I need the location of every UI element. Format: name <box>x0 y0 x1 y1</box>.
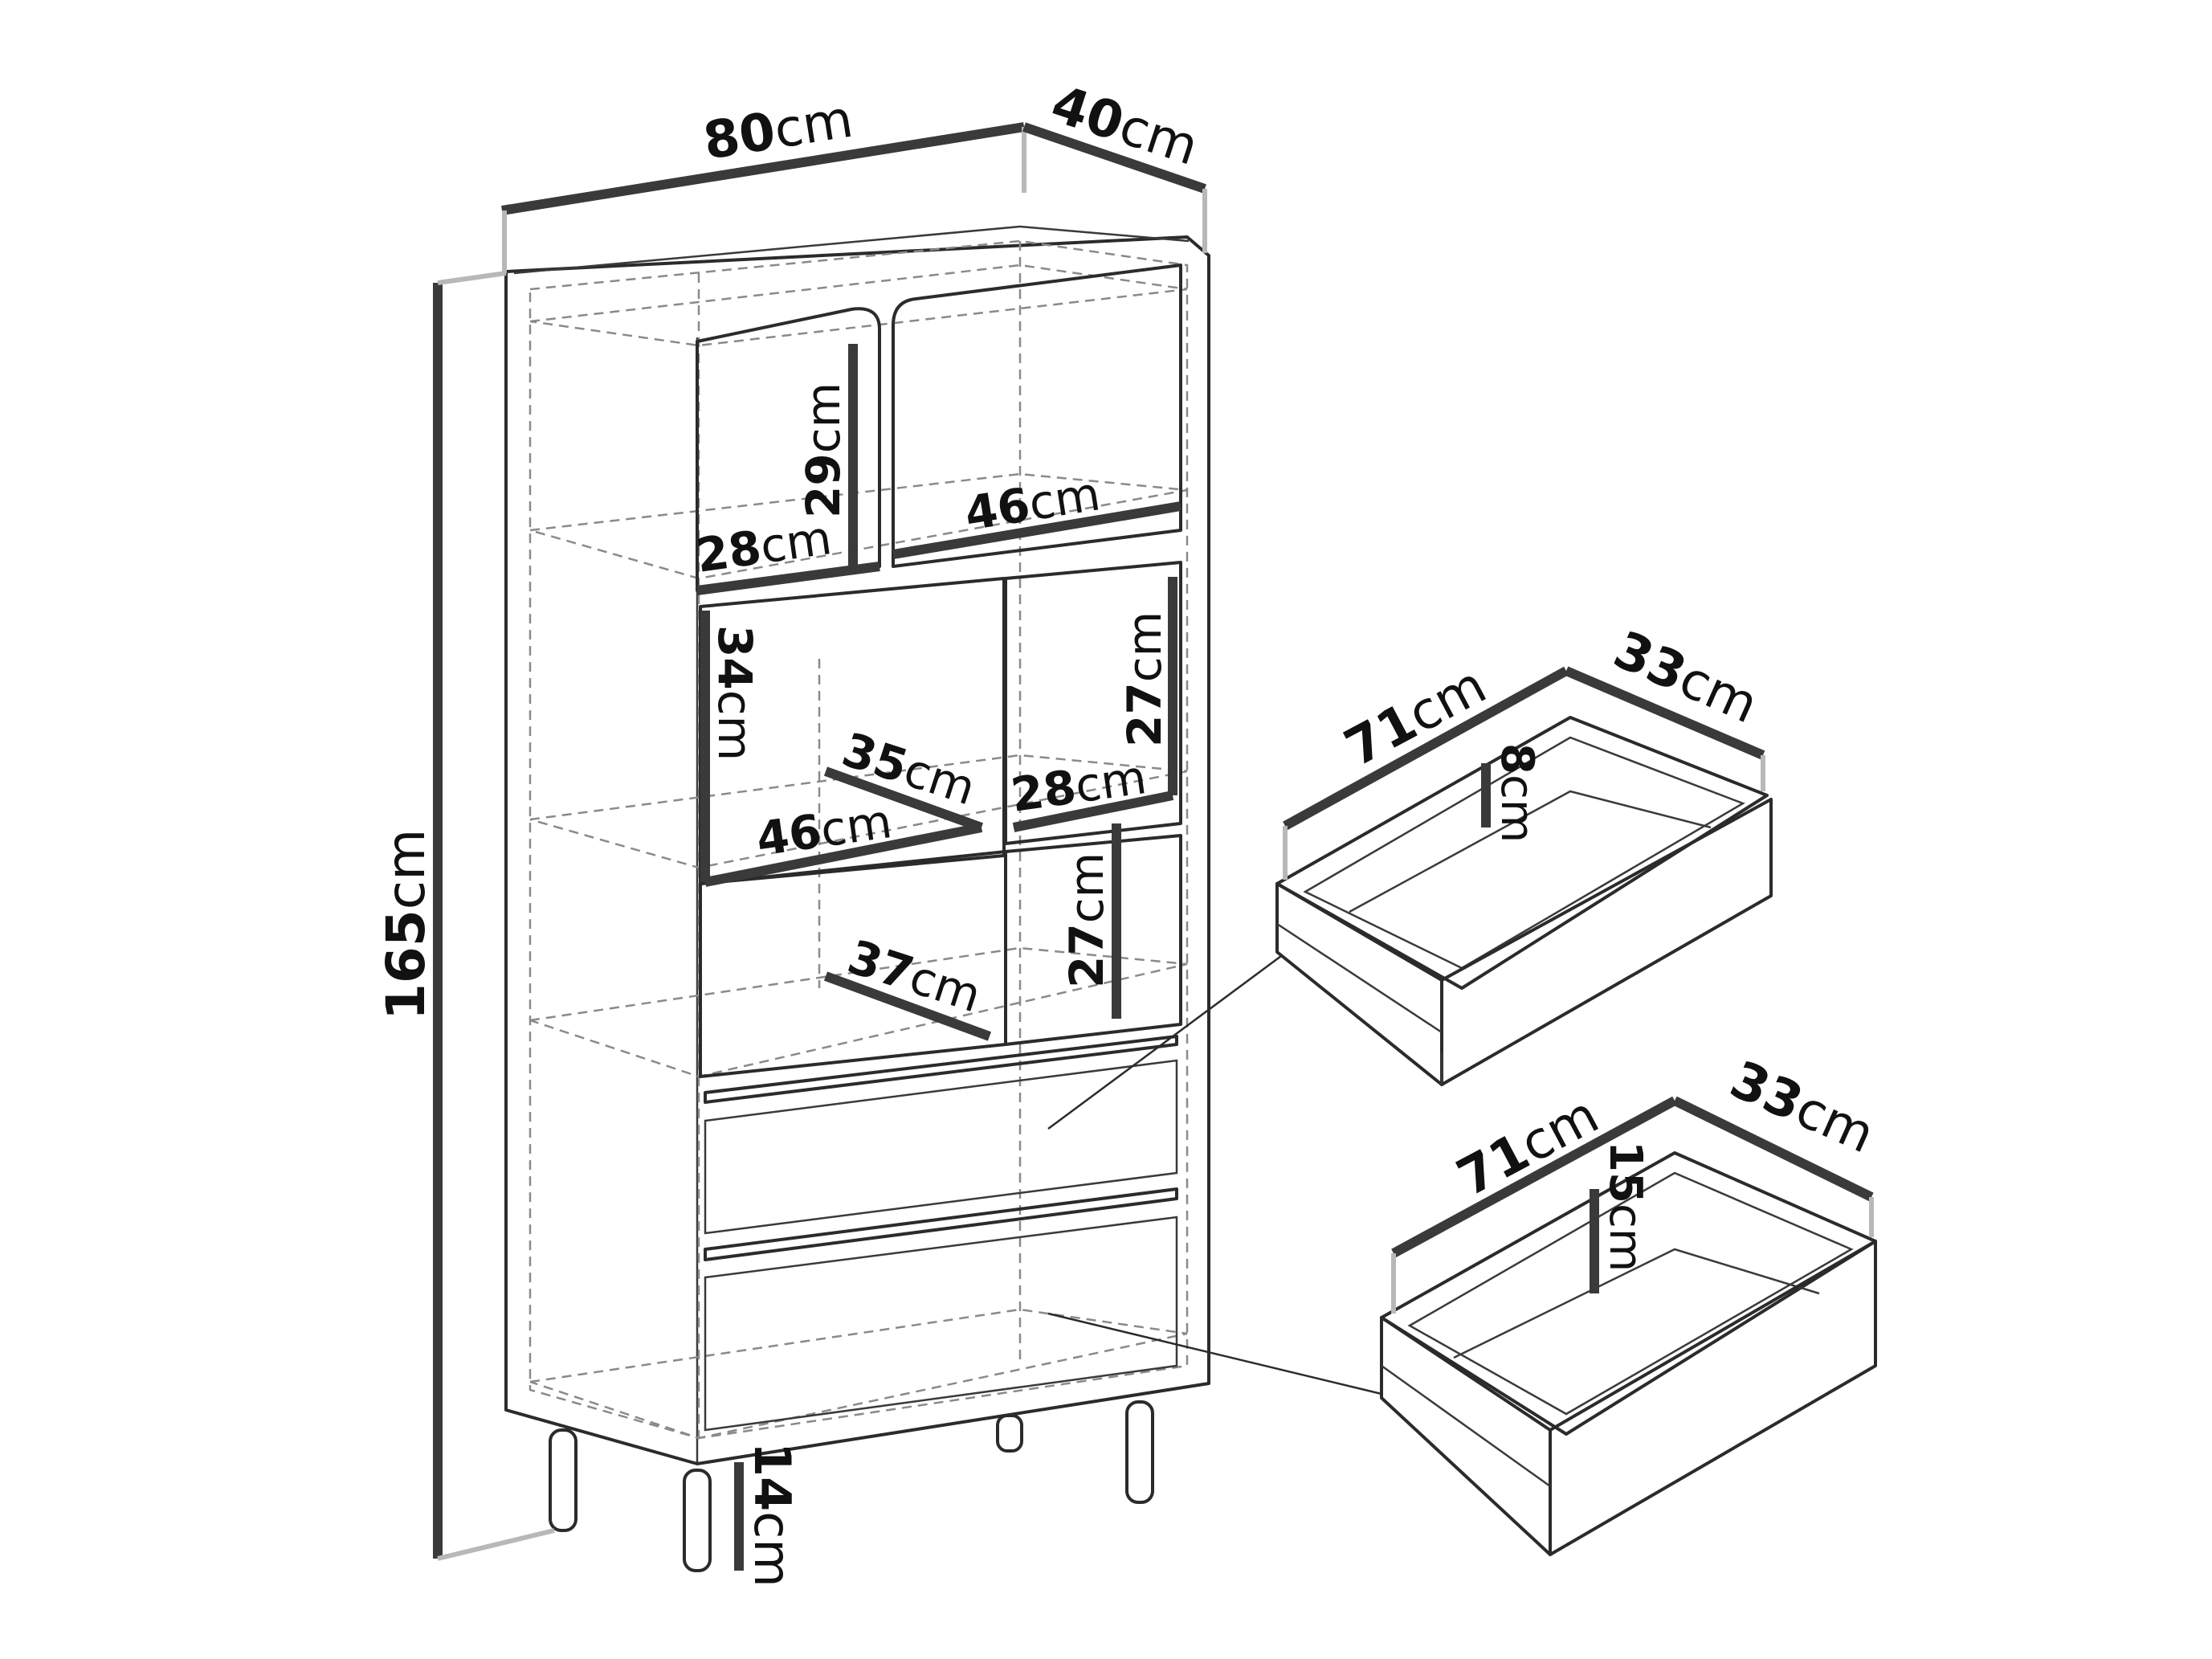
drawer-upper-runner <box>1276 922 1443 1034</box>
cabinet-leg-front-right <box>1125 1400 1154 1504</box>
cabinet-leg-back <box>996 1414 1023 1453</box>
width-label: 80cm <box>700 90 857 172</box>
compartment-middle-right <box>1004 561 1182 845</box>
middle-left-width-line <box>704 823 983 887</box>
cabinet-leg-front-center <box>683 1469 712 1572</box>
leader-line-lower-drawer <box>1047 1312 1382 1395</box>
drawer-upper-inner-floor <box>1349 790 1712 913</box>
cabinet-labels: 80cm 40cm 165cm 14cm 29cm 28cm 46cm 34cm… <box>375 75 1205 1587</box>
drawer-lower-runner <box>1381 1364 1551 1488</box>
middle-left-height-label: 34cm <box>708 625 762 761</box>
drawer-lower-side <box>1380 1316 1552 1556</box>
drawer-lower-inner <box>1407 1171 1854 1416</box>
middle-left-depth-line <box>823 766 984 832</box>
cabinet <box>504 225 1210 1572</box>
cabinet-drawer-lower-front <box>704 1187 1178 1261</box>
drawer-upper-height-label: 8cm <box>1491 743 1543 843</box>
drawer-lower-depth-label: 33cm <box>1721 1050 1883 1165</box>
drawer-upper-side <box>1275 882 1443 1086</box>
compartment-lower-right <box>1004 834 1182 1046</box>
depth-dimension-line <box>1022 122 1206 194</box>
cabinet-drawer-upper-box <box>704 1059 1178 1235</box>
top-left-depth-line <box>696 562 880 595</box>
drawer-lower-depth-line <box>1672 1096 1874 1202</box>
drawer-upper-width-label: 71cm <box>1336 656 1496 778</box>
lower-depth-line <box>823 971 992 1041</box>
drawer-lower: 71cm 33cm 15cm <box>1380 1050 1883 1556</box>
middle-right-height-label: 27cm <box>1117 611 1172 747</box>
top-left-height-label: 29cm <box>796 382 851 518</box>
middle-right-depth-line <box>1012 791 1174 832</box>
height-dimension-ext-top <box>437 271 507 285</box>
drawer-lower-height-label: 15cm <box>1599 1141 1651 1272</box>
top-left-depth-label: 28cm <box>692 510 835 583</box>
cabinet-leg-front-left <box>549 1428 577 1532</box>
leader-line-upper-drawer <box>1047 954 1282 1130</box>
top-right-width-label: 46cm <box>961 466 1104 541</box>
cabinet-drawer-lower-box <box>704 1216 1178 1432</box>
shelf-bottom <box>529 1308 1188 1440</box>
top-right-width-line <box>892 501 1182 559</box>
cabinet-drawer-upper-front <box>704 1035 1178 1104</box>
drawer-upper-box-top <box>1275 716 1769 990</box>
shelf-3 <box>529 946 1188 1078</box>
drawer-lower-width-label: 71cm <box>1448 1085 1608 1208</box>
drawer-upper-depth-line <box>1564 666 1765 760</box>
drawer-upper: 71cm 33cm 8cm <box>1275 620 1773 1086</box>
shelf-2 <box>529 754 1188 869</box>
compartment-top-right <box>892 264 1182 568</box>
middle-right-depth-label: 28cm <box>1007 750 1149 823</box>
lower-height-label: 27cm <box>1059 852 1114 988</box>
leg-height-label: 14cm <box>743 1442 802 1587</box>
cabinet-back-panel <box>529 239 1189 1440</box>
shelf-top-inner <box>529 264 1188 347</box>
middle-left-width-label: 46cm <box>753 794 895 867</box>
drawer-lower-width-line <box>1391 1096 1677 1258</box>
width-dimension-line <box>501 122 1025 215</box>
cabinet-top-back-edge <box>513 225 1190 275</box>
height-dimension-ext-bottom <box>437 1528 555 1561</box>
drawer-lower-inner-floor <box>1453 1248 1820 1359</box>
drawer-upper-width-line <box>1283 666 1569 831</box>
cabinet-body-outline <box>504 235 1210 1465</box>
cabinet-dimension-lines <box>433 122 1207 1571</box>
height-label: 165cm <box>375 829 437 1020</box>
compartment-top-left <box>696 307 881 592</box>
